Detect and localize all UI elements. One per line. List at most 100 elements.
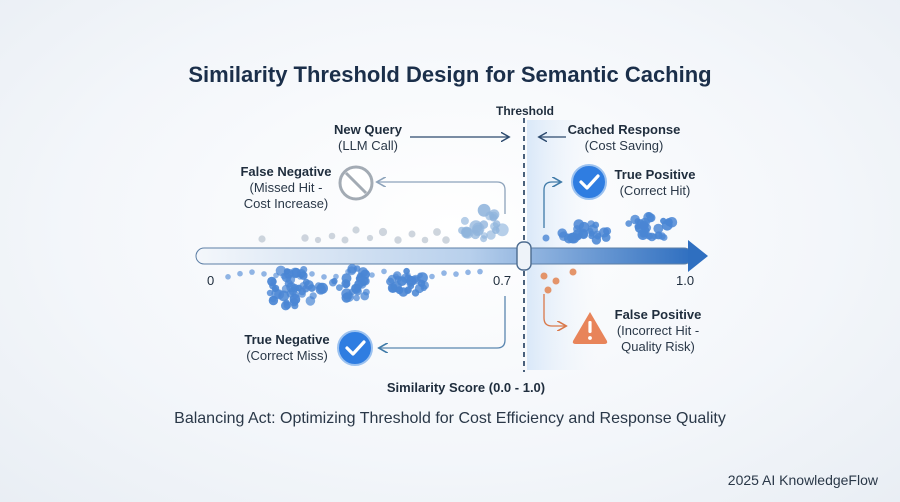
false-positive-connector bbox=[543, 294, 565, 326]
true-negative-title: True Negative bbox=[244, 332, 330, 347]
score-dot bbox=[569, 268, 577, 276]
score-dot bbox=[308, 284, 316, 292]
score-dot bbox=[360, 291, 370, 301]
score-dot bbox=[295, 284, 302, 292]
score-dot bbox=[345, 268, 351, 275]
score-dot bbox=[406, 280, 414, 288]
score-dot bbox=[490, 222, 499, 231]
score-dot bbox=[462, 227, 474, 239]
score-dot bbox=[653, 223, 664, 234]
false-negative-sub1: (Missed Hit - bbox=[249, 180, 323, 195]
score-dot bbox=[573, 219, 585, 230]
score-dot bbox=[317, 282, 325, 290]
score-dot bbox=[486, 230, 496, 240]
score-dot bbox=[568, 232, 580, 244]
page-title: Similarity Threshold Design for Semantic… bbox=[188, 62, 712, 87]
threshold-handle[interactable] bbox=[516, 241, 532, 271]
score-dot bbox=[453, 271, 459, 277]
score-dot bbox=[625, 220, 632, 227]
score-dot bbox=[352, 226, 360, 234]
score-dot bbox=[646, 213, 656, 223]
score-dot bbox=[275, 265, 287, 276]
axis-tick-max: 1.0 bbox=[676, 273, 695, 288]
score-dot bbox=[298, 290, 306, 298]
score-distribution-dots bbox=[225, 203, 678, 311]
score-dot bbox=[477, 268, 483, 275]
false-negative-sub2: Cost Increase) bbox=[243, 196, 329, 211]
score-dot bbox=[586, 227, 594, 235]
score-dot bbox=[369, 272, 375, 278]
score-dot bbox=[261, 271, 267, 277]
score-dot bbox=[354, 284, 361, 292]
score-dot bbox=[637, 229, 649, 241]
score-dot bbox=[249, 269, 255, 275]
score-dot bbox=[281, 284, 291, 294]
score-dot bbox=[237, 270, 243, 277]
score-dot bbox=[420, 281, 429, 290]
score-dot bbox=[442, 236, 450, 244]
true-positive-title: True Positive bbox=[614, 167, 696, 182]
axis-tick-min: 0 bbox=[207, 273, 215, 288]
score-dot bbox=[301, 234, 309, 242]
score-dot bbox=[544, 286, 552, 294]
subtitle: Balancing Act: Optimizing Threshold for … bbox=[174, 410, 726, 427]
score-dot bbox=[465, 269, 471, 276]
score-dot bbox=[480, 235, 488, 243]
score-dot bbox=[592, 221, 600, 229]
axis-arrowhead bbox=[688, 240, 708, 272]
score-dot bbox=[274, 289, 285, 300]
score-dot bbox=[285, 269, 291, 276]
score-dot bbox=[353, 294, 360, 302]
score-dot bbox=[658, 232, 666, 240]
score-dot bbox=[651, 233, 658, 240]
score-dot bbox=[391, 281, 402, 293]
score-dot bbox=[266, 289, 274, 297]
score-dot bbox=[314, 236, 322, 244]
score-dot bbox=[404, 286, 412, 294]
score-dot bbox=[346, 293, 353, 300]
score-dot bbox=[225, 274, 231, 280]
score-dot bbox=[378, 227, 388, 237]
score-dot bbox=[289, 293, 301, 305]
cached-response-title: Cached Response bbox=[567, 122, 681, 137]
false-positive-label: False Positive (Incorrect Hit - Quality … bbox=[615, 307, 702, 355]
score-dot bbox=[297, 274, 303, 280]
cached-response-label: Cached Response (Cost Saving) bbox=[568, 122, 681, 154]
score-dot bbox=[417, 272, 423, 279]
new-query-title: New Query bbox=[334, 122, 402, 137]
false-positive-sub1: (Incorrect Hit - bbox=[616, 323, 700, 338]
score-dot bbox=[433, 228, 441, 236]
true-negative-connector bbox=[380, 296, 506, 348]
score-dot bbox=[321, 274, 327, 280]
score-dot bbox=[269, 295, 277, 303]
score-dot bbox=[302, 284, 310, 293]
new-query-sub: (LLM Call) bbox=[338, 138, 398, 153]
score-dot bbox=[341, 273, 352, 284]
score-dot bbox=[469, 220, 483, 234]
true-positive-sub: (Correct Hit) bbox=[619, 183, 691, 198]
score-dot bbox=[328, 232, 336, 240]
score-dot bbox=[273, 272, 279, 279]
score-dot bbox=[477, 203, 491, 217]
score-dot bbox=[333, 273, 339, 280]
false-negative-connector bbox=[378, 182, 506, 214]
score-dot bbox=[540, 272, 548, 280]
score-dot bbox=[601, 233, 611, 242]
score-dot bbox=[441, 270, 447, 276]
score-dot bbox=[258, 235, 266, 243]
score-dot bbox=[489, 211, 499, 221]
score-dot bbox=[309, 271, 315, 277]
new-query-label: New Query (LLM Call) bbox=[334, 122, 402, 154]
true-positive-connector bbox=[543, 182, 560, 228]
footer-credit: 2025 AI KnowledgeFlow bbox=[727, 472, 878, 488]
score-dot bbox=[341, 236, 349, 244]
score-dot bbox=[552, 277, 560, 285]
no-entry-icon bbox=[338, 165, 374, 201]
score-dot bbox=[357, 272, 363, 279]
score-dot bbox=[267, 276, 277, 287]
score-dot bbox=[660, 217, 667, 225]
axis-title: Similarity Score (0.0 - 1.0) bbox=[386, 380, 546, 395]
score-dot bbox=[309, 292, 317, 300]
score-dot bbox=[666, 217, 678, 228]
